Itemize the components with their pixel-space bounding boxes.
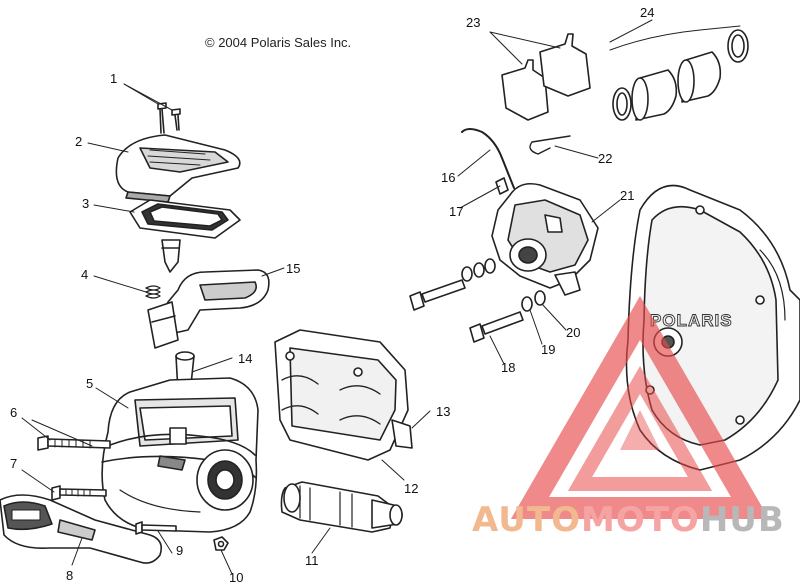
- watermark-logo-icon: [510, 296, 770, 519]
- callout-18: 18: [501, 360, 516, 375]
- watermark-part-moto: MOTO: [580, 500, 700, 540]
- part-bolt-18: [469, 311, 524, 343]
- callout-13: 13: [436, 404, 451, 419]
- part-master-cylinder: [101, 377, 259, 533]
- part-brake-line: [461, 128, 515, 189]
- callout-6: 6: [10, 405, 18, 420]
- callout-20: 20: [566, 325, 581, 340]
- callout-4: 4: [81, 267, 89, 282]
- part-nut: [213, 536, 229, 551]
- part-caliper-bolt: [409, 279, 466, 311]
- callout-22: 22: [598, 151, 613, 166]
- part-screw-6: [37, 435, 111, 451]
- part-bleeder: [495, 177, 509, 195]
- callout-9: 9: [176, 543, 184, 558]
- callout-14: 14: [238, 351, 253, 366]
- callout-24: 24: [640, 5, 655, 20]
- watermark-part-auto: AUTO: [472, 500, 581, 540]
- callout-21: 21: [620, 188, 635, 203]
- callout-8: 8: [66, 568, 74, 583]
- callout-15: 15: [286, 261, 301, 276]
- part-brake-pads: [501, 33, 591, 121]
- part-screw-7: [51, 485, 107, 501]
- callout-1: 1: [110, 71, 118, 86]
- part-reservoir-cover: [115, 134, 241, 203]
- leader-lines: [21, 19, 741, 575]
- part-brake-lever: [0, 494, 163, 564]
- callout-10: 10: [229, 570, 244, 585]
- copyright-notice: © 2004 Polaris Sales Inc.: [205, 35, 352, 50]
- part-washers: [461, 258, 546, 312]
- part-piston-kit: [612, 29, 749, 121]
- callout-23: 23: [466, 15, 481, 30]
- part-pivot-lever: [147, 269, 270, 349]
- callout-3: 3: [82, 196, 90, 211]
- part-boot: [274, 329, 413, 461]
- part-screws: [157, 102, 181, 134]
- part-diaphragm: [129, 199, 241, 273]
- callout-11: 11: [305, 553, 319, 568]
- part-screw-9: [135, 521, 177, 535]
- part-spring: [145, 285, 161, 299]
- callout-16: 16: [441, 170, 456, 185]
- callout-12: 12: [404, 481, 419, 496]
- callout-17: 17: [449, 204, 464, 219]
- callout-7: 7: [10, 456, 18, 471]
- part-clip: [529, 135, 571, 155]
- watermark-text: AUTOMOTOHUB: [472, 500, 785, 540]
- callout-5: 5: [86, 376, 94, 391]
- callout-2: 2: [75, 134, 83, 149]
- part-piston: [280, 481, 403, 533]
- part-caliper: [491, 182, 599, 296]
- watermark-part-hub: HUB: [699, 500, 785, 540]
- cover-logo-text: POLARIS: [650, 311, 733, 330]
- callout-19: 19: [541, 342, 556, 357]
